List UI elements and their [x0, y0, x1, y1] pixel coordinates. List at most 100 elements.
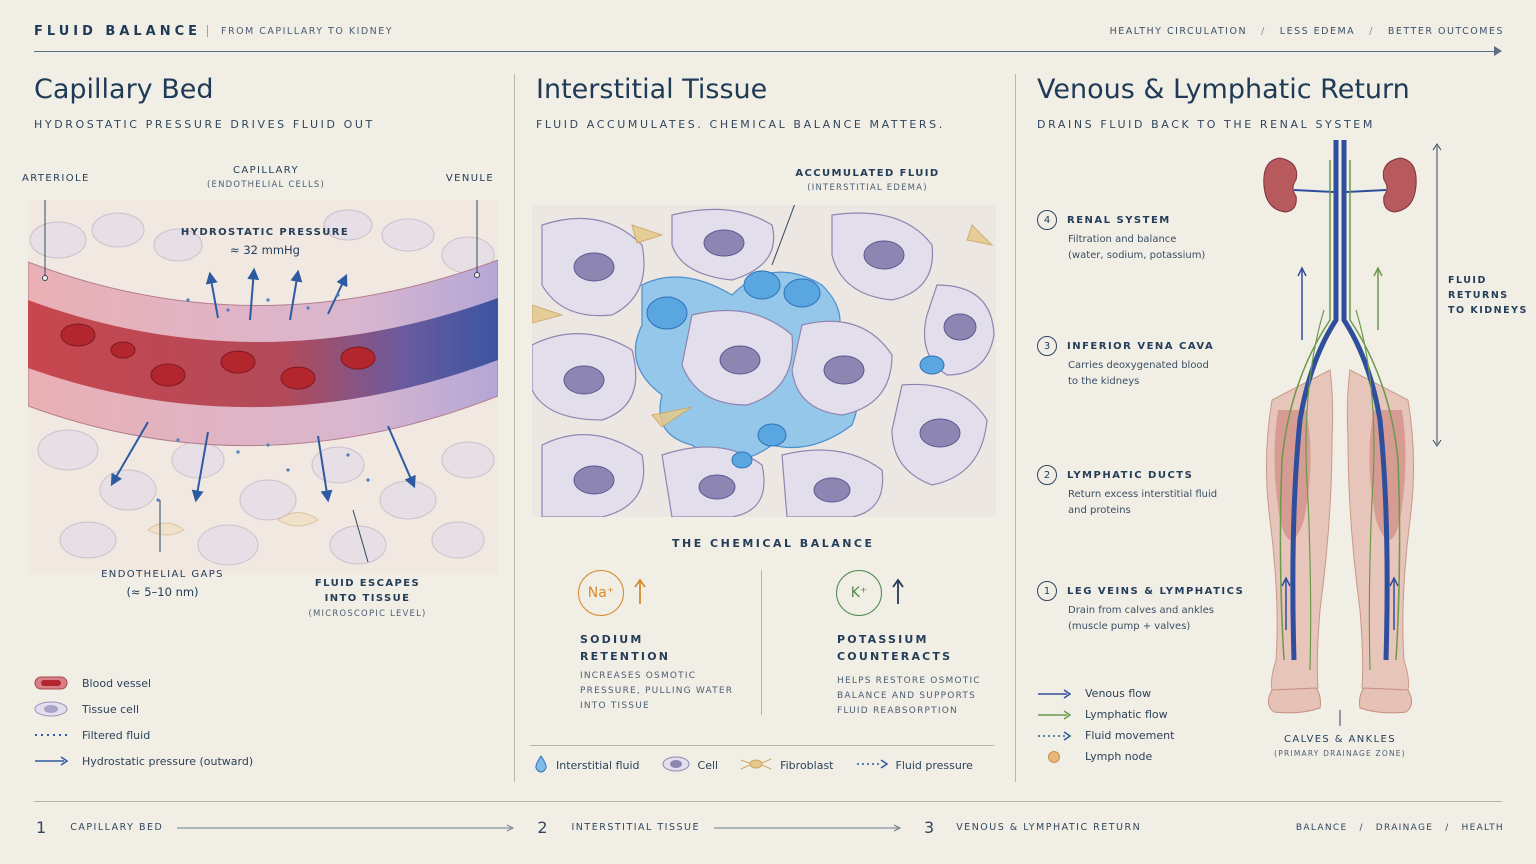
step-title: LEG VEINS & LYMPHATICS	[1067, 585, 1245, 597]
potassium-name: POTASSIUM COUNTERACTS	[837, 631, 952, 665]
fluid-returns-label: FLUID RETURNS TO KIDNEYS	[1448, 273, 1528, 318]
potassium-desc-line: HELPS RESTORE OSMOTIC	[837, 676, 981, 686]
arrow-up-icon	[633, 578, 647, 610]
fluid-returns-line: TO KIDNEYS	[1448, 305, 1528, 316]
potassium-desc-line: BALANCE AND SUPPORTS	[837, 691, 977, 701]
step-description: Filtration and balance (water, sodium, p…	[1068, 232, 1247, 264]
legend-label: Venous flow	[1085, 687, 1151, 700]
capillary-legend: Blood vessel Tissue cell Filtered fluid …	[34, 670, 253, 774]
endothelial-gaps-label: ENDOTHELIAL GAPS	[101, 569, 224, 580]
fluid-returns-line: FLUID	[1448, 275, 1487, 286]
fluid-escapes-label: FLUID ESCAPES	[314, 578, 421, 589]
legend-label: Fibroblast	[780, 758, 834, 772]
step-title: RENAL SYSTEM	[1067, 214, 1171, 226]
header-tags: HEALTHY CIRCULATION / LESS EDEMA / BETTE…	[1110, 26, 1504, 37]
sodium-desc-line: INTO TISSUE	[580, 701, 650, 711]
lymph-node-icon	[1037, 750, 1071, 764]
legend-label: Lymph node	[1085, 750, 1153, 763]
legend-label: Fluid movement	[1085, 729, 1175, 742]
footer-step-label: VENOUS & LYMPHATIC RETURN	[956, 822, 1142, 833]
tag-separator: /	[1261, 26, 1266, 37]
legend-item: Tissue cell	[34, 696, 253, 722]
potassium-description: HELPS RESTORE OSMOTIC BALANCE AND SUPPOR…	[837, 674, 981, 719]
legend-item: Filtered fluid	[34, 722, 253, 748]
venule-label: VENULE	[445, 173, 495, 184]
blood-vessel-icon	[34, 676, 68, 690]
footer-arrow-icon	[177, 824, 515, 831]
legend-item: Lymphatic flow	[1037, 704, 1174, 725]
legend-label: Hydrostatic pressure (outward)	[82, 754, 254, 768]
venous-subtitle: DRAINS FLUID BACK TO THE RENAL SYSTEM	[1037, 118, 1375, 131]
filtered-fluid-icon	[34, 728, 68, 742]
step-vena-cava: 3 INFERIOR VENA CAVA Carries deoxygenate…	[1037, 336, 1247, 390]
tissue-cell-icon	[34, 701, 68, 717]
legend-label: Cell	[697, 758, 719, 772]
fluid-pressure-icon	[856, 757, 888, 774]
interstitial-subtitle: FLUID ACCUMULATES. CHEMICAL BALANCE MATT…	[536, 118, 945, 131]
footer-steps: 1 CAPILLARY BED 2 INTERSTITIAL TISSUE 3 …	[36, 818, 1141, 837]
step-number: 1	[1037, 581, 1057, 601]
legend-label: Blood vessel	[82, 676, 152, 690]
footer-step-number: 3	[924, 818, 935, 837]
legend-item: Fluid movement	[1037, 725, 1174, 746]
header-arrow-icon	[1494, 46, 1502, 56]
fluid-returns-line: RETURNS	[1448, 290, 1509, 301]
arteriole-label: ARTERIOLE	[22, 173, 90, 184]
sodium-name-line: SODIUM	[580, 633, 644, 646]
legend-label: Tissue cell	[82, 702, 140, 716]
return-arrow-icon	[1432, 143, 1442, 447]
drainage-zone-label: (PRIMARY DRAINAGE ZONE)	[1274, 749, 1406, 758]
legend-rule	[530, 745, 994, 746]
cell-icon	[662, 756, 690, 775]
step-desc-line: Filtration and balance	[1068, 234, 1177, 245]
footer-arrow-icon	[714, 824, 902, 831]
header-tag: BETTER OUTCOMES	[1387, 26, 1504, 37]
into-tissue-label: INTO TISSUE	[324, 593, 411, 604]
step-description: Return excess interstitial fluid and pro…	[1068, 487, 1247, 519]
tag-separator: /	[1369, 26, 1374, 37]
step-title: INFERIOR VENA CAVA	[1067, 340, 1215, 352]
hydrostatic-pressure-label: HYDROSTATIC PRESSURE	[180, 227, 350, 238]
venous-flow-icon	[1037, 687, 1071, 701]
step-desc-line: Drain from calves and ankles	[1068, 605, 1214, 616]
legend-item: Fibroblast	[740, 752, 834, 778]
fibroblast-icon	[740, 756, 772, 775]
arrow-right-icon	[34, 754, 68, 768]
legs-kidney-illustration	[1263, 140, 1417, 726]
step-desc-line: to the kidneys	[1068, 376, 1140, 387]
sodium-desc-line: PRESSURE, PULLING WATER	[580, 686, 734, 696]
legend-label: Fluid pressure	[895, 758, 973, 772]
fluid-movement-icon	[1037, 729, 1071, 743]
chem-divider	[761, 570, 762, 715]
accumulated-fluid-label: ACCUMULATED FLUID	[795, 168, 940, 179]
tag-separator: /	[1359, 823, 1364, 833]
sodium-badge: Na⁺	[578, 570, 624, 616]
legend-item: Blood vessel	[34, 670, 253, 696]
sodium-name-line: RETENTION	[580, 650, 671, 663]
legend-item: Interstitial fluid	[534, 752, 640, 778]
potassium-name-line: POTASSIUM	[837, 633, 929, 646]
header-tag: LESS EDEMA	[1279, 26, 1356, 37]
capillary-subtitle: HYDROSTATIC PRESSURE DRIVES FLUID OUT	[34, 118, 375, 131]
legend-label: Filtered fluid	[82, 728, 151, 742]
step-lymphatic: 2 LYMPHATIC DUCTS Return excess intersti…	[1037, 465, 1247, 519]
footer-step-number: 1	[36, 818, 47, 837]
potassium-badge: K⁺	[836, 570, 882, 616]
footer-tag: BALANCE	[1295, 823, 1348, 833]
header-separator	[207, 25, 208, 37]
footer-step-label: INTERSTITIAL TISSUE	[571, 822, 700, 833]
footer-tag: HEALTH	[1461, 823, 1504, 833]
footer-tags: BALANCE / DRAINAGE / HEALTH	[1296, 823, 1504, 833]
legend-item: Fluid pressure	[856, 752, 973, 778]
capillary-title: Capillary Bed	[34, 74, 214, 105]
sodium-desc-line: INCREASES OSMOTIC	[580, 671, 697, 681]
chemical-balance-heading: THE CHEMICAL BALANCE	[672, 537, 875, 550]
step-number: 4	[1037, 210, 1057, 230]
sodium-name: SODIUM RETENTION	[580, 631, 670, 665]
sodium-description: INCREASES OSMOTIC PRESSURE, PULLING WATE…	[580, 669, 733, 714]
step-leg-veins: 1 LEG VEINS & LYMPHATICS Drain from calv…	[1037, 581, 1247, 635]
interstitial-illustration	[532, 205, 996, 517]
step-title: LYMPHATIC DUCTS	[1067, 469, 1194, 481]
footer-tag: DRAINAGE	[1375, 823, 1434, 833]
arrow-up-icon	[891, 578, 905, 610]
